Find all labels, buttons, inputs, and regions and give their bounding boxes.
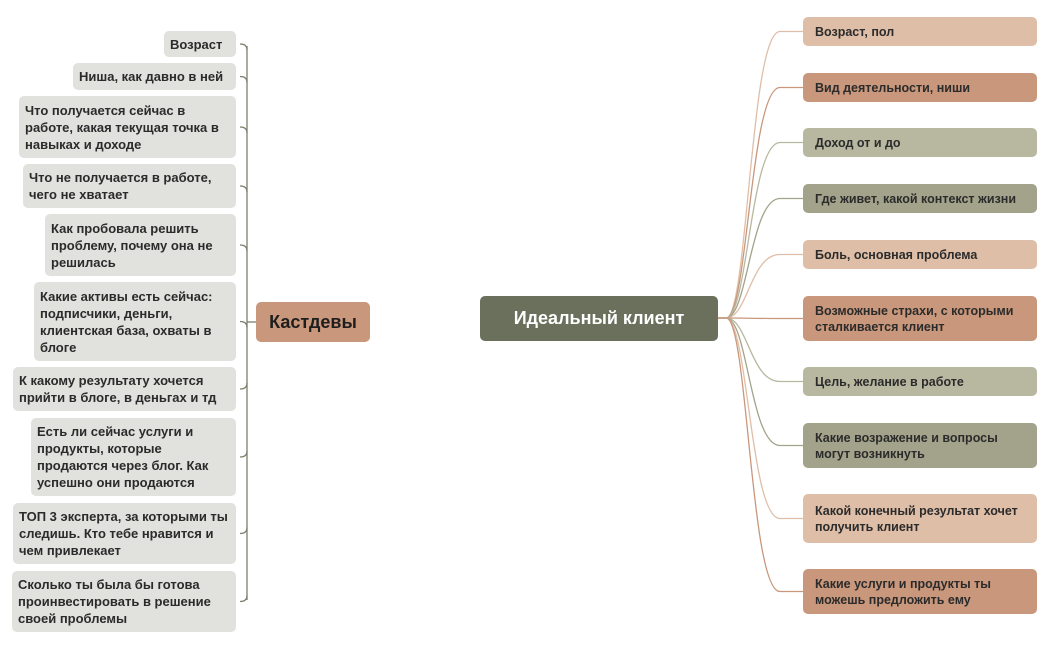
left-connector: [239, 244, 248, 252]
left-connector: [239, 185, 248, 193]
right-item-label: Боль, основная проблема: [815, 247, 978, 262]
left-item-label: К какому результату хочется прийти в бло…: [19, 373, 217, 405]
right-connector: [718, 317, 803, 447]
left-item-label: Как пробовала решить проблему, почему он…: [51, 220, 213, 270]
left-connector: [239, 126, 248, 134]
right-item-label: Цель, желание в работе: [815, 374, 964, 389]
right-item-label: Какие возражение и вопросы могут возникн…: [815, 430, 998, 461]
left-item[interactable]: Что получается сейчас в работе, какая те…: [19, 96, 236, 158]
branch-label: Кастдевы: [269, 311, 357, 332]
left-connector: [239, 320, 248, 328]
central-label: Идеальный клиент: [513, 308, 685, 328]
left-item[interactable]: Есть ли сейчас услуги и продукты, которы…: [31, 418, 236, 496]
right-item[interactable]: Где живет, какой контекст жизни: [803, 184, 1037, 213]
branch-node-kastdevy[interactable]: Кастдевы: [256, 302, 370, 342]
right-item-label: Вид деятельности, ниши: [815, 80, 971, 95]
left-connector: [239, 595, 248, 603]
right-item-label: Какие услуги и продукты ты можешь предло…: [815, 576, 991, 607]
left-item-label: Есть ли сейчас услуги и продукты, которы…: [37, 424, 209, 490]
left-item-label: Какие активы есть сейчас: подписчики, де…: [40, 288, 213, 355]
right-connector: [718, 86, 803, 319]
right-item[interactable]: Какие возражение и вопросы могут возникн…: [803, 423, 1037, 468]
left-item[interactable]: К какому результату хочется прийти в бло…: [13, 367, 236, 411]
left-connector: [239, 527, 248, 535]
left-item[interactable]: Какие активы есть сейчас: подписчики, де…: [34, 282, 236, 361]
right-item[interactable]: Доход от и до: [803, 128, 1037, 157]
left-item[interactable]: Возраст: [164, 31, 236, 57]
right-item[interactable]: Какие услуги и продукты ты можешь предло…: [803, 569, 1037, 614]
left-item[interactable]: Как пробовала решить проблему, почему он…: [45, 214, 236, 276]
left-item-label: Возраст: [170, 36, 223, 52]
left-item-label: ТОП 3 эксперта, за которыми ты следишь. …: [19, 509, 228, 558]
right-item[interactable]: Возможные страхи, с которыми сталкиваетс…: [803, 296, 1037, 341]
right-item[interactable]: Какой конечный результат хочет получить …: [803, 494, 1037, 543]
left-item[interactable]: Что не получается в работе, чего не хват…: [23, 164, 236, 208]
right-item[interactable]: Цель, желание в работе: [803, 367, 1037, 396]
right-item-label: Какой конечный результат хочет получить …: [815, 503, 1018, 534]
left-item[interactable]: Сколько ты была бы готова проинвестирова…: [12, 571, 236, 632]
right-connector: [718, 317, 803, 593]
left-item-label: Ниша, как давно в ней: [79, 69, 224, 84]
right-connector: [718, 253, 803, 319]
right-item-label: Где живет, какой контекст жизни: [815, 191, 1017, 206]
left-item[interactable]: Ниша, как давно в ней: [73, 63, 236, 90]
right-item-label: Возраст, пол: [815, 24, 895, 39]
right-item-label: Возможные страхи, с которыми сталкиваетс…: [815, 303, 1014, 334]
left-connector: [239, 75, 248, 83]
left-item-label: Что не получается в работе, чего не хват…: [29, 170, 212, 202]
left-connector: [239, 43, 248, 51]
left-connector: [239, 382, 248, 390]
right-item-label: Доход от и до: [815, 135, 901, 150]
right-item[interactable]: Боль, основная проблема: [803, 240, 1037, 269]
left-item[interactable]: ТОП 3 эксперта, за которыми ты следишь. …: [13, 503, 236, 564]
right-item[interactable]: Возраст, пол: [803, 17, 1037, 46]
central-node[interactable]: Идеальный клиент: [480, 296, 718, 341]
right-connector: [718, 141, 803, 319]
right-connector: [718, 30, 803, 319]
right-item[interactable]: Вид деятельности, ниши: [803, 73, 1037, 102]
right-connector: [718, 317, 803, 383]
left-connector: [239, 450, 248, 458]
right-connector: [718, 317, 803, 520]
left-item-label: Сколько ты была бы готова проинвестирова…: [18, 577, 211, 626]
left-item-label: Что получается сейчас в работе, какая те…: [25, 102, 219, 152]
right-connector: [718, 197, 803, 319]
